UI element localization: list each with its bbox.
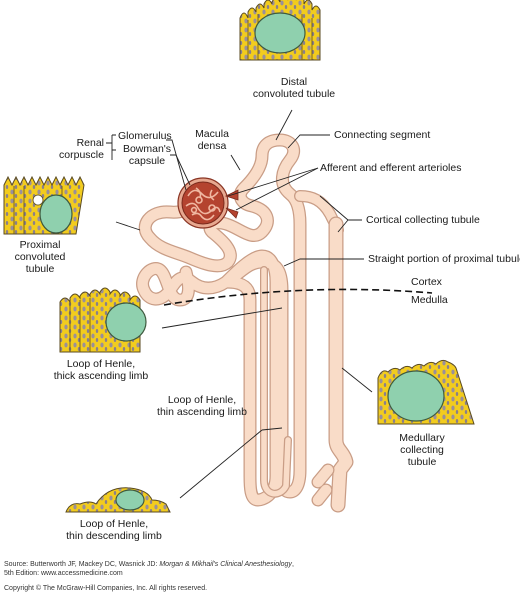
label-proximal-line2: convoluted [14, 251, 66, 263]
label-distal: Distal convoluted tubule [246, 76, 342, 100]
label-bowmans-line1: Bowman's [122, 143, 172, 155]
label-thick-ascending: Loop of Henle, thick ascending limb [46, 358, 156, 382]
label-macula-line1: Macula [195, 128, 229, 140]
source-suffix: , [291, 561, 294, 568]
label-medulla: Medulla [411, 294, 448, 306]
source-title: Morgan & Mikhail's Clinical Anesthesiolo… [159, 561, 292, 568]
label-thin-asc-line1: Loop of Henle, [167, 394, 237, 406]
label-thin-desc-line1: Loop of Henle, [79, 518, 149, 530]
label-renal-line1: Renal [76, 137, 104, 149]
label-thick-line1: Loop of Henle, [66, 358, 136, 370]
label-bowmans-capsule: Bowman's capsule [116, 143, 178, 167]
label-macula-line2: densa [197, 140, 227, 152]
proximal-tubule-cell [3, 175, 85, 235]
label-connecting-segment: Connecting segment [334, 129, 431, 141]
copyright: Copyright © The McGraw-Hill Companies, I… [4, 585, 208, 592]
cortex-medulla-boundary [163, 288, 433, 306]
label-thin-desc-line2: thin descending limb [66, 530, 162, 542]
medullary-collecting-cell [377, 359, 475, 425]
label-thin-asc-line2: thin ascending limb [157, 406, 247, 418]
label-distal-line2: convoluted tubule [252, 88, 336, 100]
label-thin-ascending: Loop of Henle, thin ascending limb [150, 394, 254, 418]
label-medullary-line3: tubule [407, 456, 437, 468]
label-distal-line1: Distal [280, 76, 308, 88]
source-line2: 5th Edition: www.accessmedicine.com [4, 570, 123, 577]
label-thick-line2: thick ascending limb [53, 370, 149, 382]
leader-lines [106, 109, 373, 499]
nephron-tubule [136, 133, 354, 513]
label-medullary-line1: Medullary [399, 432, 445, 444]
label-proximal-line3: tubule [25, 263, 55, 275]
source-prefix: Source: Butterworth JF, Mackey DC, Wasni… [4, 561, 160, 568]
label-renal-line2: corpuscle [59, 149, 104, 161]
label-cortex: Cortex [411, 276, 442, 288]
label-renal-corpuscle: Renal corpuscle [56, 137, 104, 161]
glomerulus [177, 177, 229, 229]
label-thin-descending: Loop of Henle, thin descending limb [58, 518, 170, 542]
label-medullary: Medullary collecting tubule [390, 432, 454, 468]
label-macula-densa: Macula densa [188, 128, 236, 152]
label-cortical-collecting: Cortical collecting tubule [366, 214, 480, 226]
distal-tubule-cell [239, 0, 321, 61]
label-glomerulus: Glomerulus [118, 130, 172, 142]
label-proximal: Proximal convoluted tubule [4, 239, 76, 275]
label-proximal-line1: Proximal [19, 239, 61, 251]
label-straight-portion: Straight portion of proximal tubule [368, 253, 520, 265]
thin-descending-limb-cell [65, 487, 171, 513]
label-medullary-line2: collecting [400, 444, 444, 456]
label-bowmans-line2: capsule [128, 155, 166, 167]
thick-ascending-limb-cell [59, 287, 147, 353]
source-line1: Source: Butterworth JF, Mackey DC, Wasni… [4, 560, 294, 569]
label-arterioles: Afferent and efferent arterioles [320, 162, 462, 174]
